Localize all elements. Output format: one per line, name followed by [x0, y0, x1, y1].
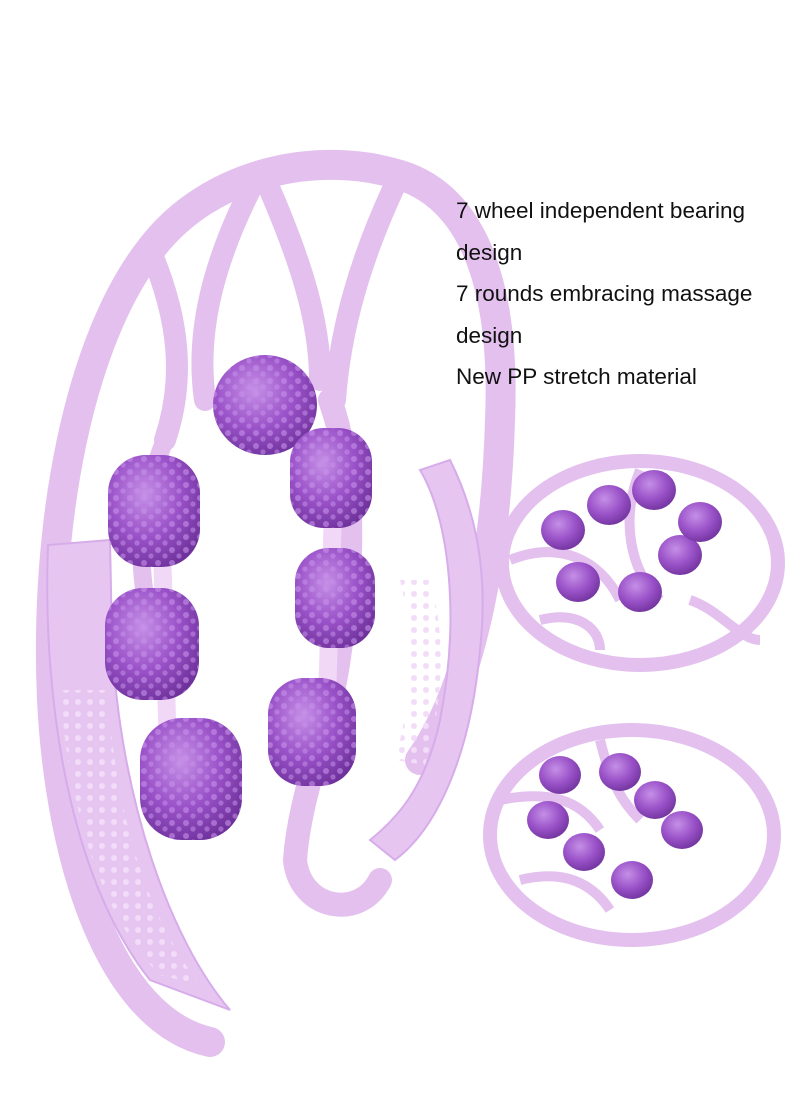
roller-left-3: [140, 718, 242, 840]
small-massager-bottom: [483, 723, 781, 947]
outer-ring: [35, 149, 516, 1057]
roller-right-2: [295, 548, 375, 648]
feature-item: 7 wheel independent bearing design: [456, 198, 745, 265]
feature-item: New PP stretch material: [456, 364, 697, 390]
small-massager-top: [495, 454, 785, 672]
roller-right-1: [290, 428, 372, 528]
left-grip: [46, 538, 231, 1011]
large-massager: [35, 149, 516, 1057]
feature-item: 7 rounds embracing massage design: [456, 281, 753, 348]
roller-right-3: [268, 678, 356, 786]
right-grip: [368, 458, 484, 862]
roller-left-1: [108, 455, 200, 567]
roller-left-2: [105, 588, 199, 700]
roller-top: [213, 355, 317, 455]
feature-list: 7 wheel independent bearing design 7 rou…: [456, 190, 786, 398]
